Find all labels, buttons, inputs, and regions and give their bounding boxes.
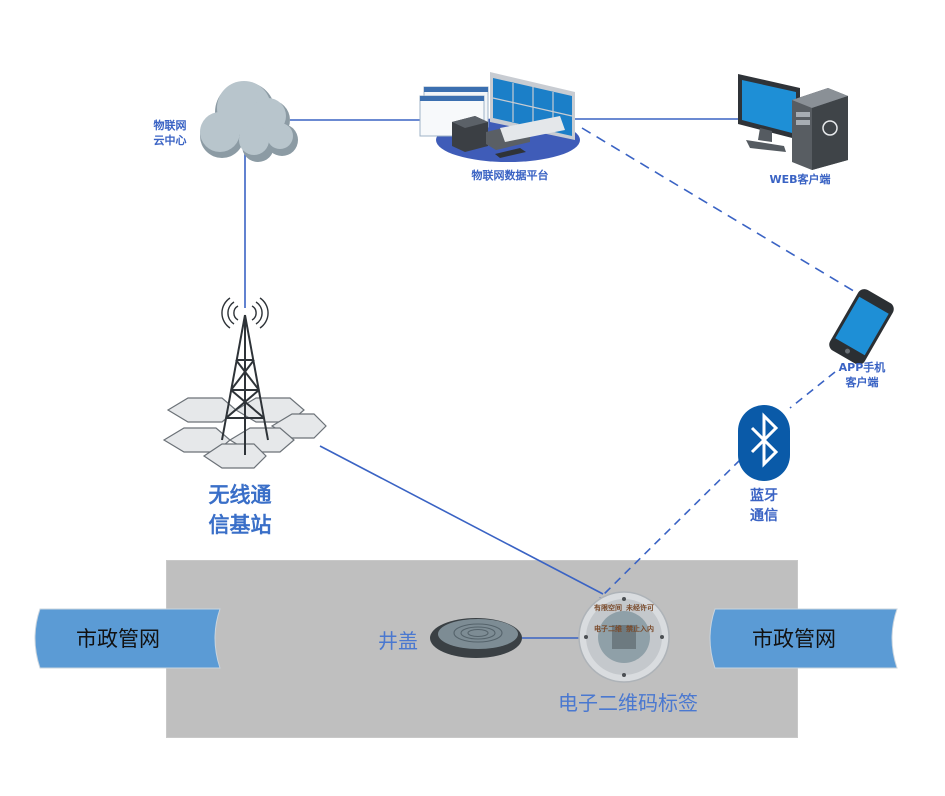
desktop-computer-icon xyxy=(738,74,848,170)
qr-ring-text: 未经许可 xyxy=(626,604,654,612)
manhole-cover-icon xyxy=(430,618,522,658)
qr-tag-icon xyxy=(578,591,670,683)
base-station-label-line1: 无线通 xyxy=(208,483,272,507)
smartphone-icon xyxy=(829,289,894,365)
base-station-label-line2: 信基站 xyxy=(208,513,272,537)
pipe-right-shape xyxy=(709,608,898,669)
web-client-label: WEB客户端 xyxy=(769,173,831,186)
pipe-left-label: 市政管网 xyxy=(76,627,160,651)
cell-tower-icon xyxy=(162,297,327,469)
manhole-label: 井盖 xyxy=(378,629,418,653)
cloud-label: 物联网 云中心 xyxy=(140,118,200,148)
qr-ring-text: 禁止入内 xyxy=(626,625,654,633)
qr-tag-label: 电子二维码标签 xyxy=(558,691,698,715)
qr-ring-text: 有限空间 xyxy=(594,604,622,612)
bluetooth-icon xyxy=(738,405,790,481)
bluetooth-label-line1: 蓝牙 xyxy=(750,488,778,504)
pipe-right-label: 市政管网 xyxy=(752,627,836,651)
link-bluetooth-qrtag xyxy=(599,459,741,599)
app-client-label-line2: 客户端 xyxy=(845,376,879,389)
link-tower-qrtag xyxy=(319,445,604,595)
platform-label: 物联网数据平台 xyxy=(471,169,549,182)
bluetooth-label: 蓝牙 通信 xyxy=(734,486,794,526)
app-client-label-line1: APP手机 xyxy=(838,361,886,374)
cloud-icon xyxy=(200,81,298,162)
link-platform-app xyxy=(581,127,863,297)
pipe-left-shape xyxy=(34,608,221,669)
bluetooth-label-line2: 通信 xyxy=(750,508,778,524)
base-station-label: 无线通 信基站 xyxy=(185,480,295,540)
qr-ring-text: 电子二维 xyxy=(594,625,622,633)
cloud-label-line2: 云中心 xyxy=(153,134,187,147)
qr-ring-texts: 有限空间 未经许可 电子二维 禁止入内 xyxy=(594,604,654,634)
cloud-label-line1: 物联网 xyxy=(153,119,187,132)
data-platform-icon xyxy=(419,72,580,162)
app-client-label: APP手机 客户端 xyxy=(822,360,902,390)
link-app-bluetooth xyxy=(789,371,836,409)
